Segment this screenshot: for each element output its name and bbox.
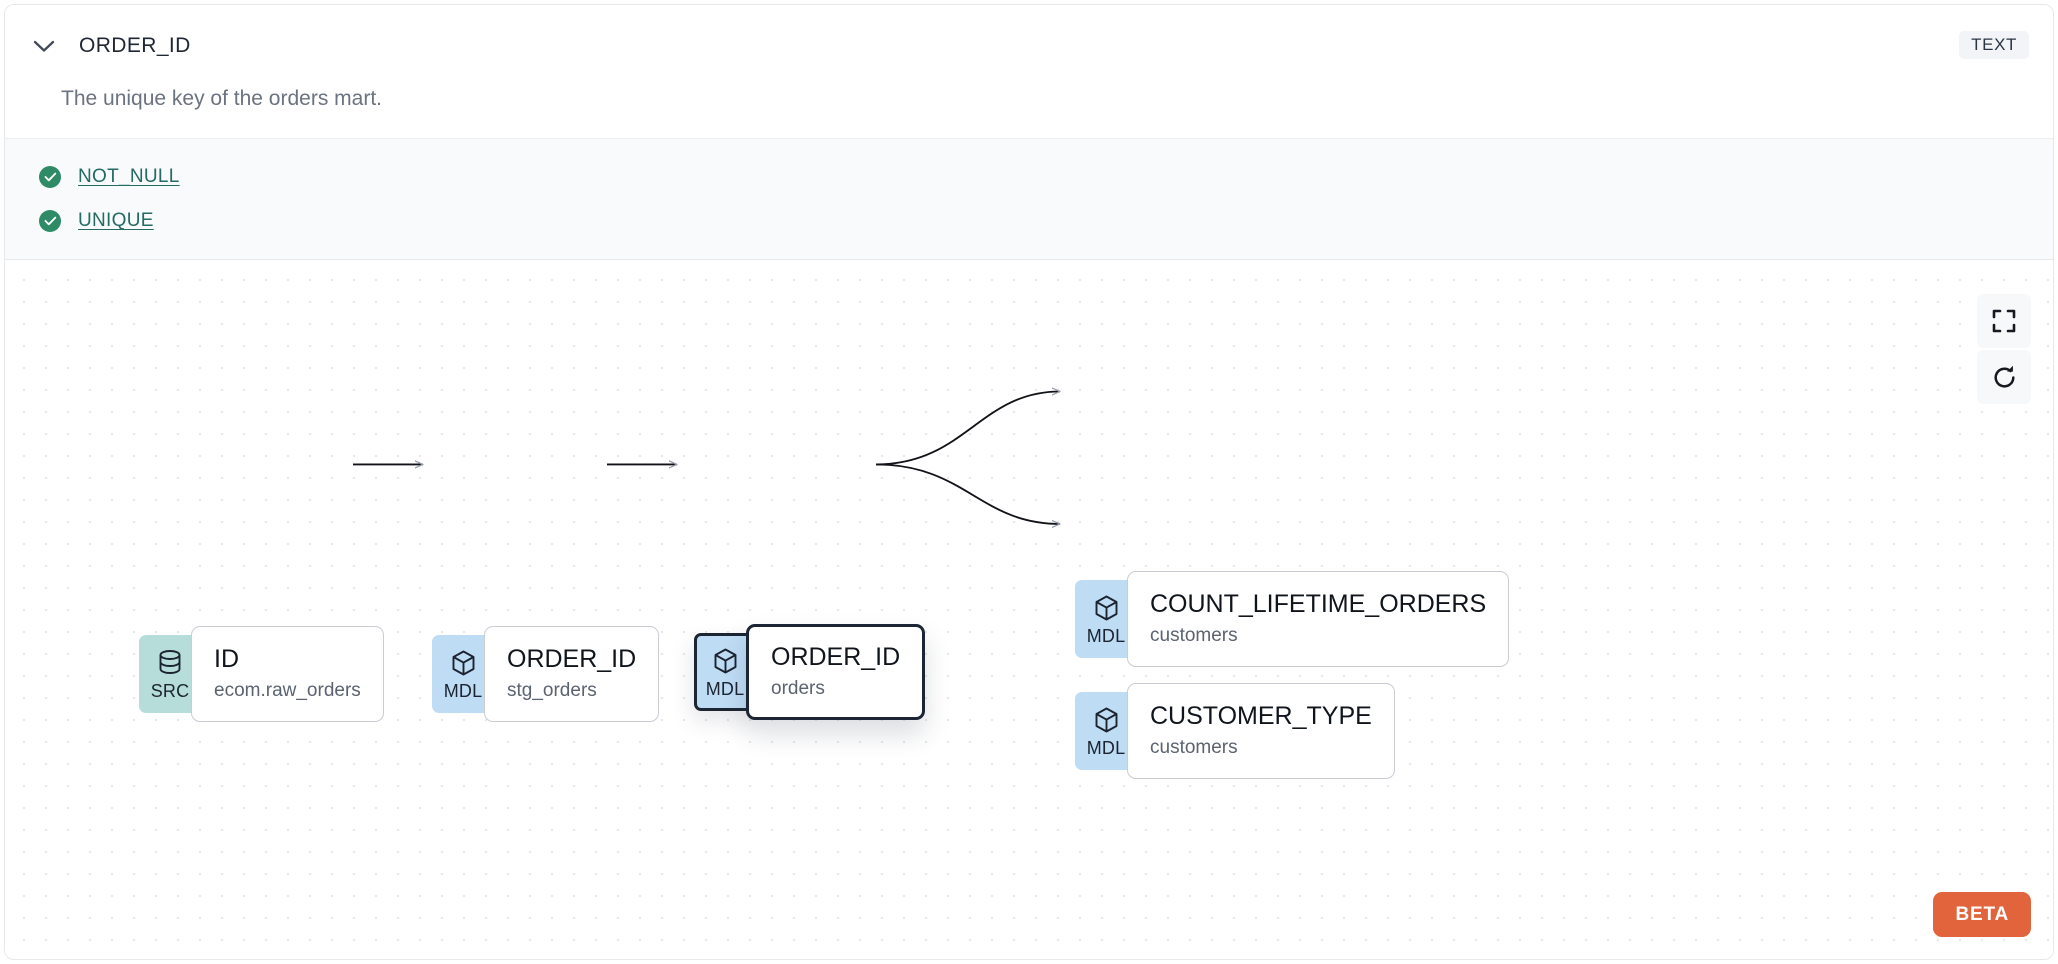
node-badge-label: MDL (705, 678, 745, 699)
chevron-down-icon[interactable] (33, 31, 67, 61)
test-link-not-null[interactable]: NOT_NULL (78, 166, 180, 188)
fit-view-icon[interactable] (1977, 294, 2031, 349)
data-type-badge: TEXT (1959, 31, 2029, 59)
cube-icon (1095, 595, 1117, 621)
node-body: ORDER_ID orders (746, 624, 926, 721)
canvas-controls (1977, 294, 2031, 405)
node-badge-label: MDL (1086, 737, 1126, 758)
node-subtitle: stg_orders (507, 680, 597, 702)
panel: ORDER_ID TEXT The unique key of the orde… (4, 4, 2054, 960)
test-row: UNIQUE (39, 207, 2053, 235)
column-description: The unique key of the orders mart. (61, 87, 382, 110)
node-badge-mdl: MDL (432, 635, 494, 714)
database-icon (159, 649, 181, 674)
refresh-icon[interactable] (1977, 350, 2031, 405)
node-name: CUSTOMER_TYPE (1150, 701, 1372, 730)
page-title: ORDER_ID (79, 34, 191, 57)
cube-icon (714, 648, 736, 674)
node-badge-mdl: MDL (1075, 580, 1137, 659)
lineage-node-orders-order-id[interactable]: MDL ORDER_ID orders (694, 624, 926, 721)
node-badge-mdl: MDL (1075, 692, 1137, 771)
beta-badge[interactable]: BETA (1933, 892, 2031, 937)
lineage-canvas[interactable]: SRC ID ecom.raw_orders MDL (5, 260, 2053, 959)
test-row: NOT_NULL (39, 163, 2053, 191)
test-link-unique[interactable]: UNIQUE (78, 210, 154, 232)
check-circle-icon (39, 210, 61, 233)
node-badge-label: SRC (150, 680, 190, 701)
node-subtitle: orders (771, 678, 825, 700)
check-circle-icon (39, 166, 61, 189)
tests-section: NOT_NULL UNIQUE (5, 138, 2053, 261)
edge-orders-to-count-lifetime-orders (875, 392, 1060, 466)
node-body: ID ecom.raw_orders (191, 626, 384, 723)
edge-orders-to-customer-type (875, 463, 1060, 525)
lineage-node-stg-order-id[interactable]: MDL ORDER_ID stg_orders (432, 626, 660, 723)
header-row: ORDER_ID (33, 31, 2025, 61)
node-badge-src: SRC (139, 635, 201, 714)
node-name: ORDER_ID (771, 642, 901, 671)
node-subtitle: customers (1150, 625, 1238, 647)
node-name: ORDER_ID (507, 644, 637, 673)
node-name: ID (214, 644, 239, 673)
node-name: COUNT_LIFETIME_ORDERS (1150, 589, 1487, 618)
node-body: CUSTOMER_TYPE customers (1127, 683, 1395, 780)
lineage-edges (353, 260, 2053, 959)
node-badge-label: MDL (1086, 625, 1126, 646)
column-header: ORDER_ID TEXT The unique key of the orde… (5, 5, 2053, 139)
lineage-node-count-lifetime-orders[interactable]: MDL COUNT_LIFETIME_ORDERS customers (1075, 571, 1510, 668)
cube-icon (452, 650, 474, 676)
cube-icon (1095, 707, 1117, 733)
lineage-node-src-id[interactable]: SRC ID ecom.raw_orders (139, 626, 384, 723)
node-badge-label: MDL (443, 680, 483, 701)
node-subtitle: customers (1150, 737, 1238, 759)
node-badge-mdl: MDL (694, 633, 756, 712)
node-subtitle: ecom.raw_orders (214, 680, 361, 702)
node-body: ORDER_ID stg_orders (484, 626, 660, 723)
node-body: COUNT_LIFETIME_ORDERS customers (1127, 571, 1510, 668)
lineage-node-customer-type[interactable]: MDL CUSTOMER_TYPE customers (1075, 683, 1395, 780)
